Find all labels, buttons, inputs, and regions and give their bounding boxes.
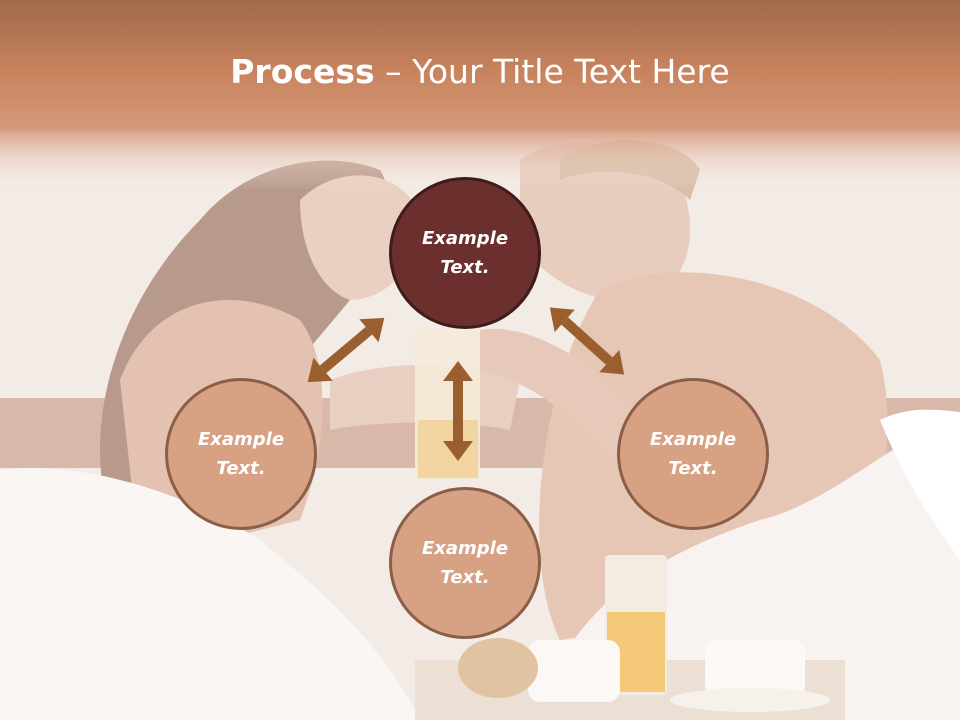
bottom-circle-text: Example Text. xyxy=(421,538,509,588)
right-circle-text: Example Text. xyxy=(649,429,737,479)
arrow-vertical xyxy=(443,361,473,461)
title-rest-part: – Your Title Text Here xyxy=(374,52,730,91)
left-circle: Example Text. xyxy=(165,378,317,530)
title-bold-part: Process xyxy=(230,52,375,91)
right-circle: Example Text. xyxy=(617,378,769,530)
arrow-left-diagonal xyxy=(307,317,385,383)
left-circle-text: Example Text. xyxy=(197,429,285,479)
bottom-circle: Example Text. xyxy=(389,487,541,639)
center-circle: Example Text. xyxy=(389,177,541,329)
center-circle-text: Example Text. xyxy=(421,228,509,278)
slide-title: Process – Your Title Text Here xyxy=(0,52,960,91)
arrow-right-diagonal xyxy=(549,307,625,375)
